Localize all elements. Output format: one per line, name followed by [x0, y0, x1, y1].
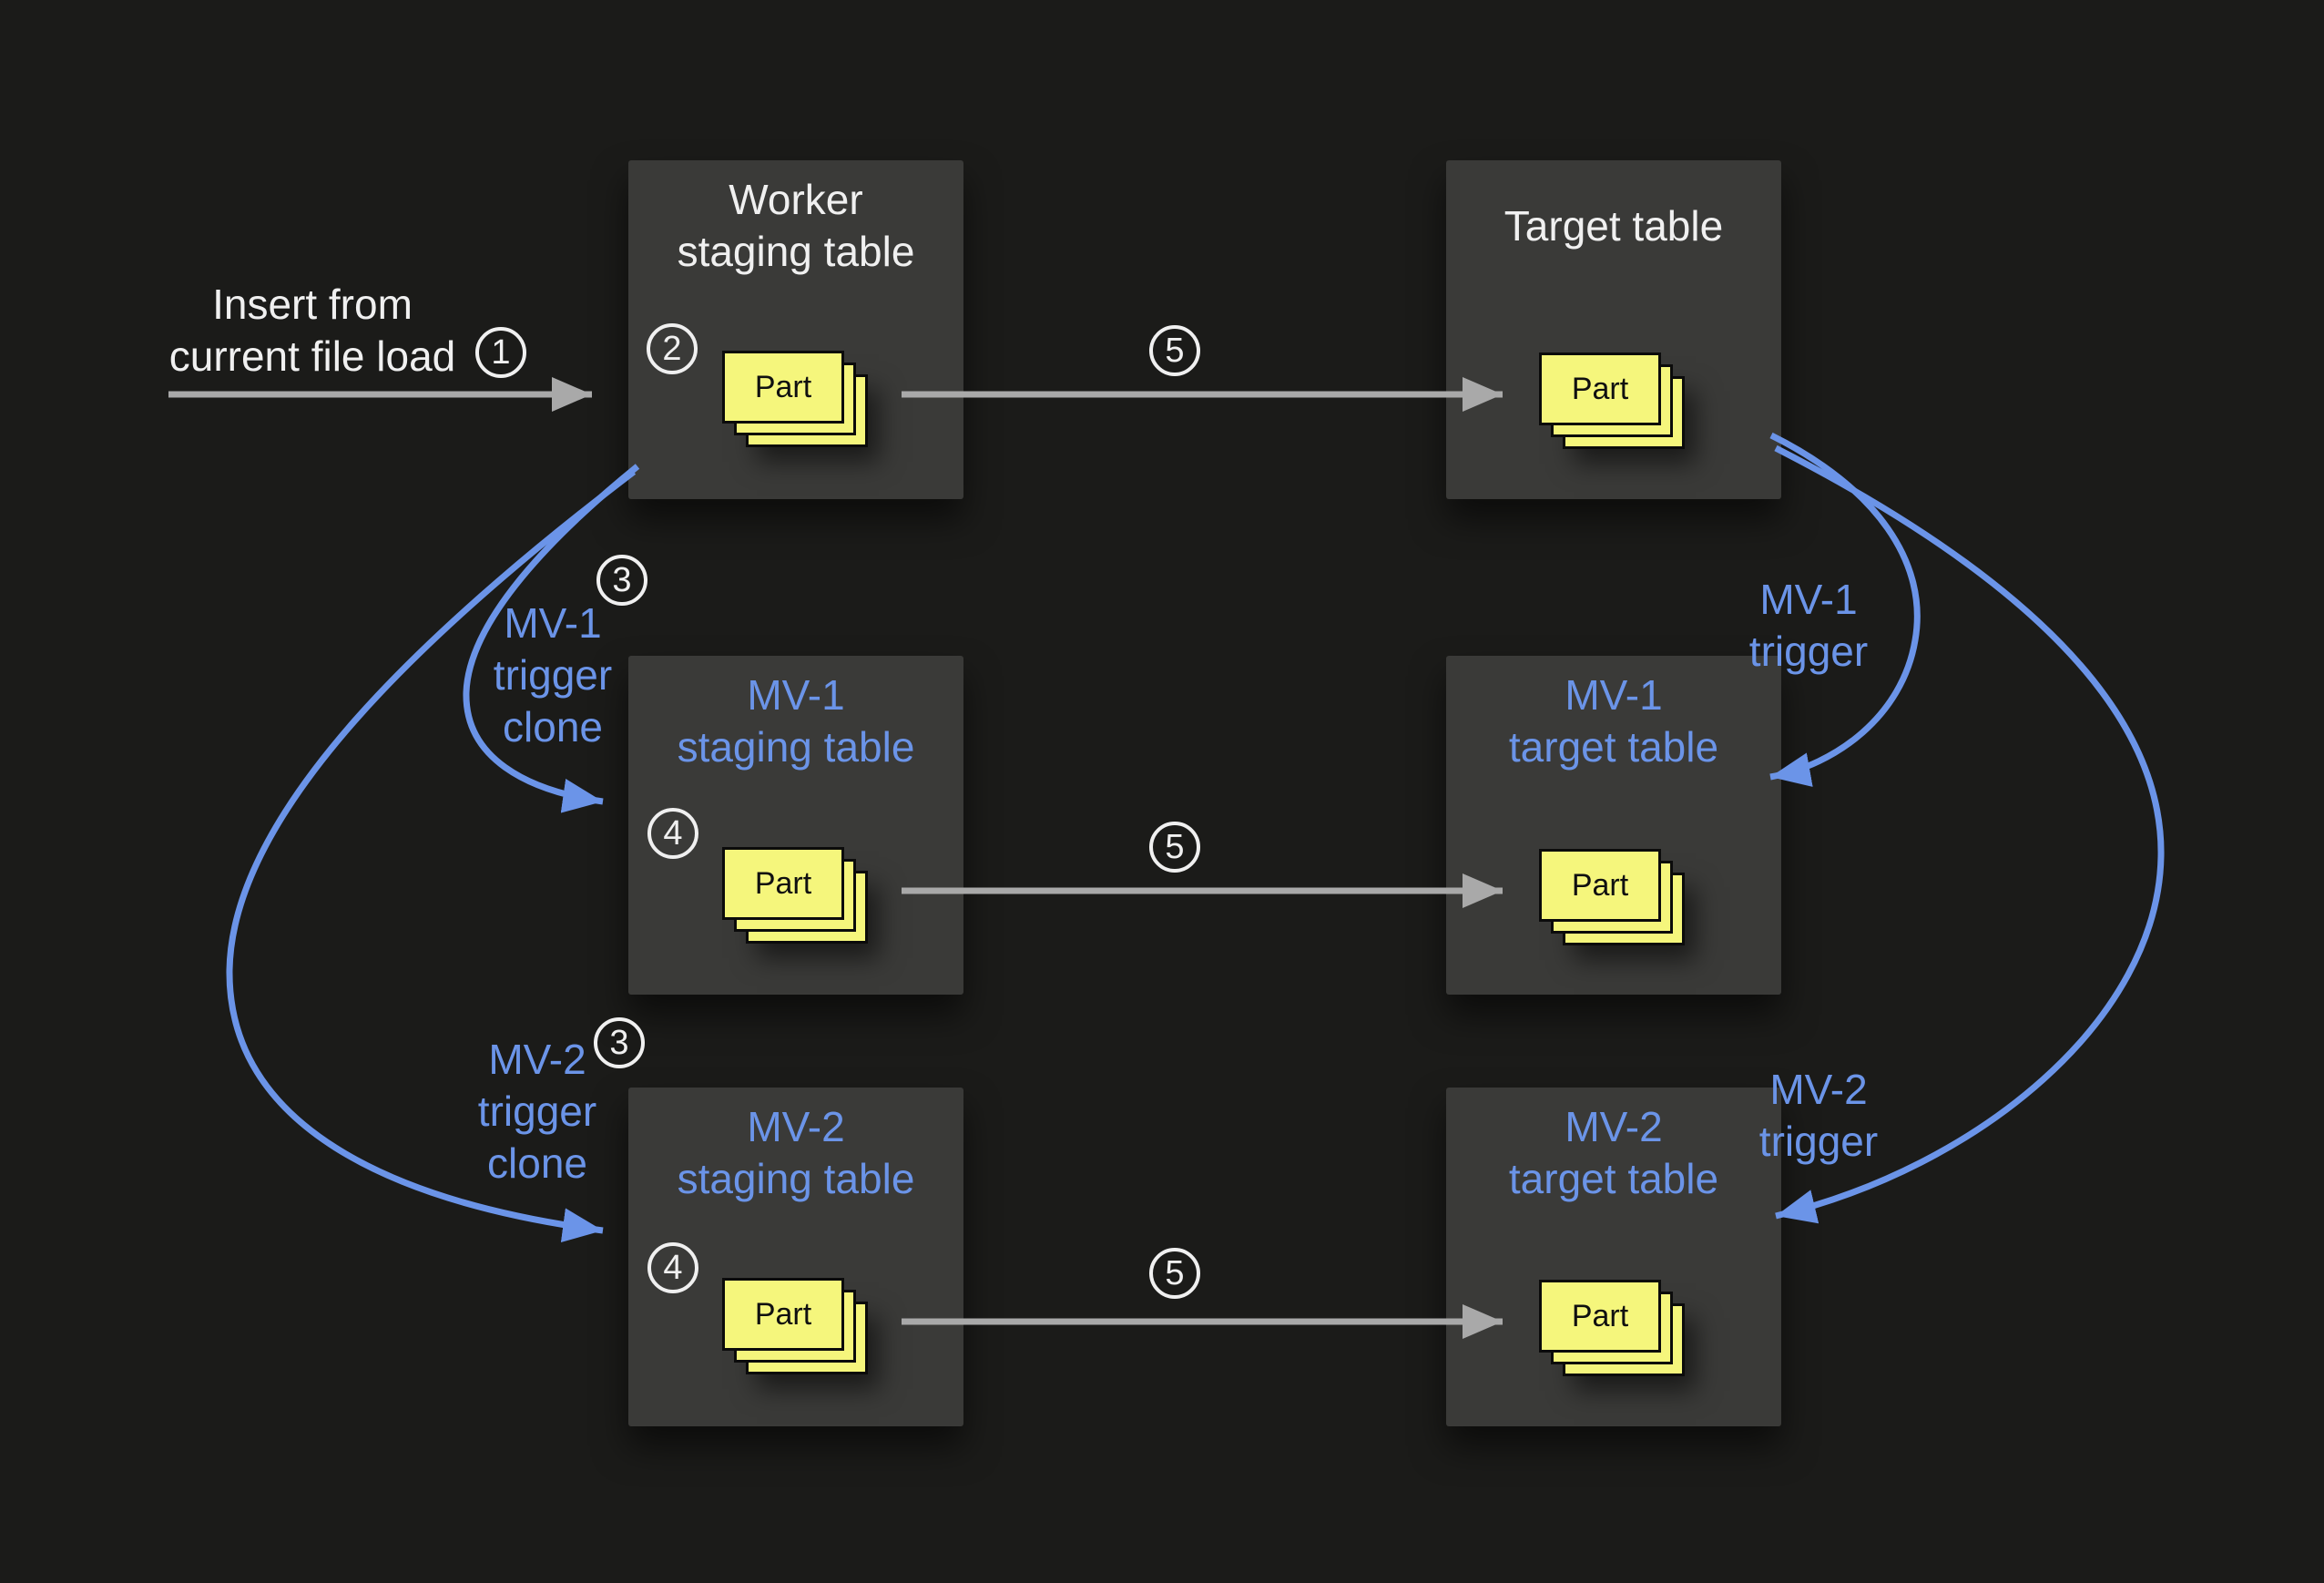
step-5-badge-bottom: 5 — [1149, 1248, 1200, 1299]
part-card: Part — [1539, 352, 1661, 425]
mv2-target-part-stack: Part — [1539, 1280, 1687, 1378]
step-2-badge: 2 — [647, 323, 698, 374]
worker-part-stack: Part — [722, 351, 870, 449]
mv1-staging-table-title: MV-1 staging table — [628, 669, 963, 774]
mv1-target-part-stack: Part — [1539, 849, 1687, 947]
title-line: MV-1 — [1565, 671, 1663, 719]
step-3-badge-mv2: 3 — [594, 1017, 645, 1068]
title-line: staging table — [677, 1155, 915, 1202]
mv2-trigger-label: MV-2 trigger — [1660, 1064, 1977, 1168]
mv2-staging-part-stack: Part — [722, 1278, 870, 1376]
title-line: target table — [1508, 723, 1719, 771]
step-4-badge-mv2: 4 — [647, 1242, 698, 1293]
part-card-label: Part — [754, 865, 812, 901]
title-line: Target table — [1503, 201, 1724, 250]
edge-label-line: MV-1 — [1759, 576, 1858, 623]
step-4-badge-mv1: 4 — [647, 808, 698, 859]
title-line: staging table — [677, 228, 915, 275]
insert-from-file-load-label: Insert from current file load — [126, 279, 499, 383]
worker-staging-table-title: Worker staging table — [628, 173, 963, 279]
title-line: Worker — [729, 176, 863, 223]
part-card-label: Part — [1571, 867, 1629, 903]
part-card-label: Part — [754, 1296, 812, 1332]
mv1-staging-part-stack: Part — [722, 847, 870, 945]
edge-label-line: MV-2 — [488, 1036, 586, 1083]
part-card: Part — [1539, 849, 1661, 922]
part-card-label: Part — [1571, 371, 1629, 406]
mv1-target-table-title: MV-1 target table — [1446, 669, 1781, 774]
edge-label-line: trigger — [1748, 628, 1869, 675]
mv1-trigger-clone-label: MV-1 trigger clone — [394, 597, 711, 753]
part-card-label: Part — [754, 369, 812, 404]
step-5-badge-mid: 5 — [1149, 822, 1200, 873]
mv1-trigger-label: MV-1 trigger — [1650, 574, 1967, 678]
edge-label-line: trigger — [493, 651, 613, 699]
title-line: MV-2 — [1565, 1103, 1663, 1150]
part-card: Part — [722, 1278, 844, 1351]
part-card-label: Part — [1571, 1298, 1629, 1333]
mv2-target-table-title: MV-2 target table — [1446, 1100, 1781, 1206]
title-line: staging table — [677, 723, 915, 771]
insert-label-line: current file load — [168, 332, 456, 380]
target-part-stack: Part — [1539, 352, 1687, 451]
insert-label-line: Insert from — [212, 281, 413, 328]
step-5-badge-top: 5 — [1149, 325, 1200, 376]
edge-label-line: trigger — [1758, 1118, 1879, 1165]
part-card: Part — [722, 351, 844, 424]
mv2-staging-table-title: MV-2 staging table — [628, 1100, 963, 1206]
part-card: Part — [1539, 1280, 1661, 1353]
edge-label-line: MV-2 — [1769, 1066, 1868, 1113]
target-table-title: Target table — [1446, 173, 1781, 279]
mv1-target-table-box: MV-1 target table — [1446, 656, 1781, 995]
part-card: Part — [722, 847, 844, 920]
title-line: MV-2 — [747, 1103, 845, 1150]
step-3-badge-mv1: 3 — [596, 555, 647, 606]
edge-label-line: clone — [487, 1139, 587, 1187]
edge-label-line: trigger — [477, 1088, 597, 1135]
title-line: MV-1 — [747, 671, 845, 719]
target-table-box: Target table — [1446, 160, 1781, 499]
edge-label-line: MV-1 — [504, 599, 602, 647]
step-1-badge: 1 — [475, 327, 526, 378]
mv2-trigger-clone-label: MV-2 trigger clone — [379, 1034, 696, 1190]
edge-label-line: clone — [503, 703, 603, 751]
title-line: target table — [1508, 1155, 1719, 1202]
